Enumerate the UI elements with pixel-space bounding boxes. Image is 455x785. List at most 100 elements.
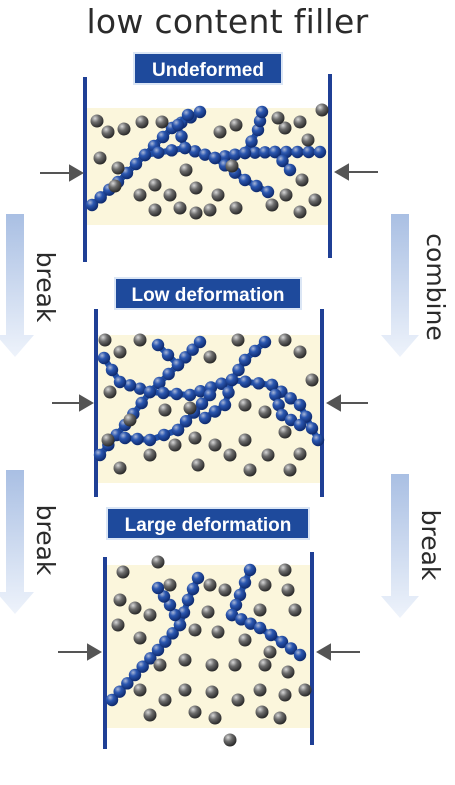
chain-bead xyxy=(284,392,297,405)
chain-bead xyxy=(170,387,183,401)
filler-particle xyxy=(271,111,285,125)
filler-chain xyxy=(268,145,297,177)
chain-bead xyxy=(171,118,185,132)
filler-particle xyxy=(231,693,245,707)
filler-particle xyxy=(231,333,245,347)
filler-particle xyxy=(173,201,187,215)
filler-particle xyxy=(93,151,107,165)
filler-particle xyxy=(189,206,203,220)
chain-bead xyxy=(157,386,170,400)
filler-particle xyxy=(258,578,272,592)
filler-particle xyxy=(258,658,272,672)
filler-chain xyxy=(198,373,239,425)
filler-particle xyxy=(238,398,252,412)
chain-bead xyxy=(245,135,258,148)
filler-chain xyxy=(225,608,307,662)
filler-particle xyxy=(148,203,162,217)
chain-bead xyxy=(118,431,132,445)
chain-bead xyxy=(239,375,252,388)
chain-bead xyxy=(143,433,157,447)
chain-bead xyxy=(238,576,252,589)
filler-particle xyxy=(178,683,192,697)
chain-bead xyxy=(153,376,166,390)
filler-particle xyxy=(315,103,329,117)
filler-particle xyxy=(253,683,267,697)
filler-particle xyxy=(305,373,319,387)
filler-particle xyxy=(163,578,177,592)
filler-particle xyxy=(279,188,293,202)
stage-label-low-deformation: Low deformation xyxy=(114,277,302,310)
filler-particle xyxy=(283,463,297,477)
filler-particle xyxy=(208,438,222,452)
chain-bead xyxy=(233,588,247,602)
chain-bead xyxy=(258,335,272,349)
filler-particle xyxy=(113,593,127,607)
chain-bead xyxy=(238,146,252,160)
filler-particle xyxy=(101,125,115,139)
filler-particle xyxy=(191,458,205,472)
diagram-title: low content filler xyxy=(86,2,369,41)
filler-particle xyxy=(298,683,312,697)
filler-particle xyxy=(158,693,172,707)
panel-undeformed xyxy=(40,74,378,262)
chain-bead xyxy=(293,398,307,412)
filler-particle xyxy=(203,203,217,217)
chain-bead xyxy=(291,145,304,159)
chain-bead xyxy=(261,185,275,199)
chain-bead xyxy=(152,146,165,159)
chain-bead xyxy=(93,448,107,462)
chain-bead xyxy=(138,148,152,162)
chain-bead xyxy=(191,571,205,585)
filler-particle xyxy=(238,433,252,447)
stage-label-large-deformation: Large deformation xyxy=(106,507,310,540)
chain-bead xyxy=(195,397,209,410)
filler-chain xyxy=(151,581,187,632)
filler-particle xyxy=(273,711,287,725)
filler-particle xyxy=(103,385,117,399)
chain-bead xyxy=(198,411,212,425)
chain-bead xyxy=(275,635,289,649)
filler-chain xyxy=(105,571,205,707)
chain-bead xyxy=(188,145,202,158)
chain-bead xyxy=(293,418,307,432)
chain-bead xyxy=(203,388,217,402)
stage-label-undeformed: Undeformed xyxy=(133,52,283,85)
filler-particle xyxy=(258,405,272,419)
chain-bead xyxy=(255,105,269,119)
filler-particle xyxy=(293,447,307,461)
chain-bead xyxy=(136,660,149,673)
filler-particle xyxy=(183,401,197,415)
filler-particle xyxy=(133,333,147,347)
chain-bead xyxy=(179,415,193,428)
chain-bead xyxy=(284,642,298,655)
filler-particle xyxy=(208,711,222,725)
filler-particle xyxy=(243,463,257,477)
filler-particle xyxy=(229,118,243,132)
chain-bead xyxy=(123,379,137,392)
chain-bead xyxy=(264,628,278,642)
chain-bead xyxy=(208,151,222,165)
chain-bead xyxy=(198,148,212,161)
chain-bead xyxy=(166,627,179,640)
chain-bead xyxy=(151,338,165,352)
chain-bead xyxy=(253,621,267,635)
filler-particle xyxy=(308,193,322,207)
chain-bead xyxy=(305,422,319,435)
chain-bead xyxy=(194,385,207,398)
chain-bead xyxy=(193,335,207,349)
chain-bead xyxy=(135,396,148,410)
filler-particle xyxy=(143,608,157,622)
filler-particle xyxy=(265,198,279,212)
filler-chain xyxy=(238,105,269,160)
chain-bead xyxy=(156,130,170,144)
chain-bead xyxy=(302,145,315,159)
filler-particle xyxy=(293,115,307,129)
filler-particle xyxy=(278,425,292,439)
filler-particle xyxy=(189,181,203,195)
filler-particle xyxy=(223,733,237,747)
chain-bead xyxy=(238,173,252,187)
chain-bead xyxy=(228,148,242,161)
filler-particle xyxy=(203,578,217,592)
chain-bead xyxy=(171,423,185,437)
